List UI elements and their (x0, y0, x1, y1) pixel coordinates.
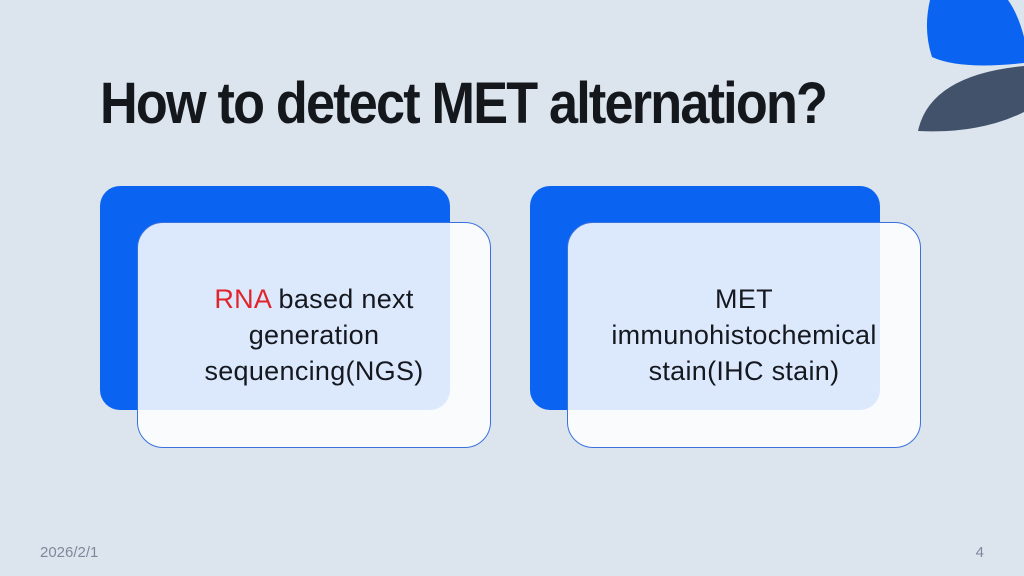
decorative-leaves (918, 0, 1024, 132)
card-ihc-rest: MET immunohistochemical stain(IHC stain) (611, 284, 877, 386)
card-ngs-highlight: RNA (214, 284, 271, 314)
slide-date: 2026/2/1 (40, 544, 99, 561)
card-ihc: MET immunohistochemical stain(IHC stain) (567, 222, 921, 448)
leaf-blue-icon (926, 0, 1024, 66)
slide-title: How to detect MET alternation? (100, 71, 828, 136)
leaf-dark-icon (918, 66, 1024, 132)
slide-page-number: 4 (975, 544, 984, 561)
card-ngs-text: RNA based next generation sequencing(NGS… (158, 281, 470, 389)
card-group-ngs: RNA based next generation sequencing(NGS… (100, 186, 492, 448)
card-ihc-text: MET immunohistochemical stain(IHC stain) (588, 281, 900, 389)
card-group-ihc: MET immunohistochemical stain(IHC stain) (530, 186, 922, 448)
card-ngs-rest: based next generation sequencing(NGS) (204, 284, 424, 386)
card-ngs: RNA based next generation sequencing(NGS… (137, 222, 491, 448)
